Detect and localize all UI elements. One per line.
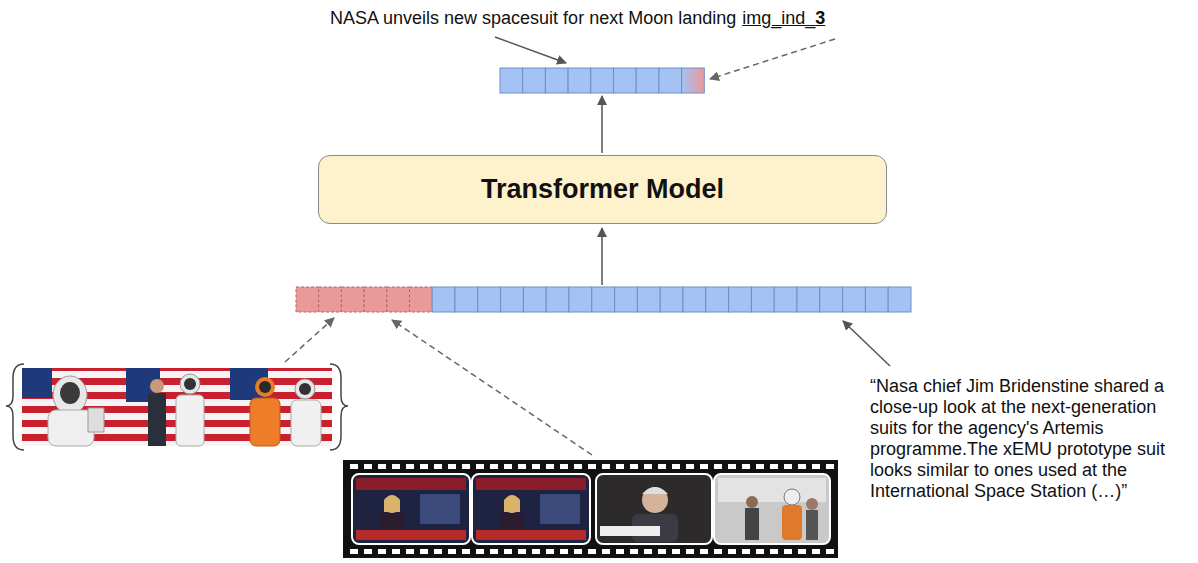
image-set <box>6 364 348 450</box>
process-box: Transformer Model <box>318 155 887 224</box>
output-arrow <box>601 96 603 153</box>
text-arrow <box>843 321 890 366</box>
index-token: img_ind_3 <box>742 8 825 29</box>
box-title: Transformer Model <box>481 174 724 205</box>
input-tokens <box>296 287 911 312</box>
video-arrow <box>392 320 592 455</box>
output-tokens <box>500 68 704 93</box>
image-arrow <box>285 318 334 362</box>
video-frames <box>343 460 838 558</box>
input-arrow <box>601 228 603 285</box>
article-text: “Nasa chief Jim Bridenstine shared a clo… <box>870 376 1186 502</box>
caption-text: NASA unveils new spacesuit for next Moon… <box>330 8 736 29</box>
caption-arrow <box>495 37 566 63</box>
index-arrow <box>710 39 835 79</box>
